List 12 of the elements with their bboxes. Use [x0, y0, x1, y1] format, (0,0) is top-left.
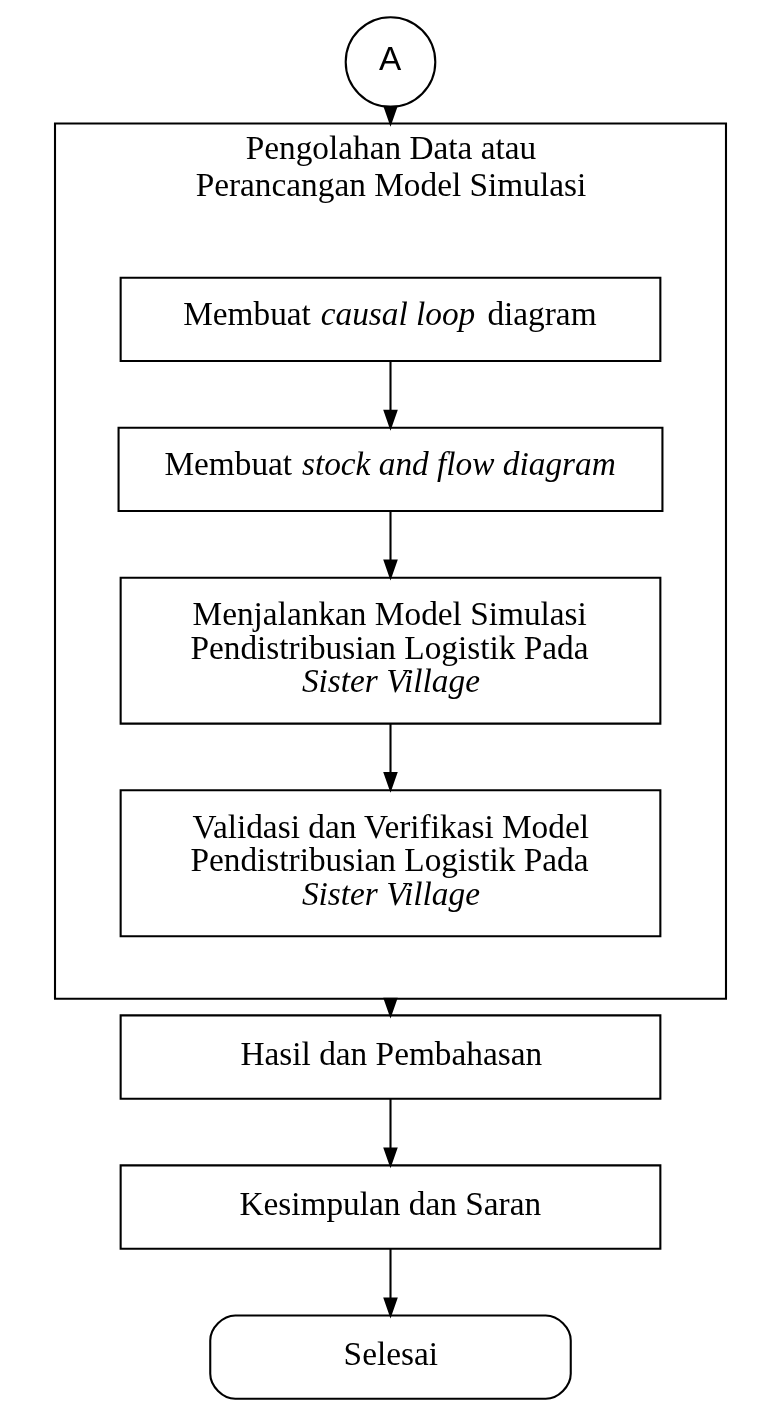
node-box: Menjalankan Model Simulasi Pendistribusian Logistik Pada Sister Village	[119, 576, 661, 725]
arrow	[382, 723, 398, 793]
arrow	[382, 1099, 398, 1169]
arrow	[382, 1249, 398, 1319]
node-box: Kesimpulan dan Saran	[119, 1164, 661, 1250]
node-box: Selesai	[208, 1314, 572, 1400]
node-box: Membuat stock and flow diagram	[117, 426, 663, 513]
node-box: Membuat causal loop diagram	[119, 276, 661, 363]
arrow	[382, 361, 398, 431]
node-box: Hasil dan Pembahasan	[119, 1014, 661, 1100]
arrow	[382, 511, 398, 581]
node-box: Validasi dan Verifikasi Model Pendistribusian Logistik Pada Sister Village	[119, 789, 661, 938]
